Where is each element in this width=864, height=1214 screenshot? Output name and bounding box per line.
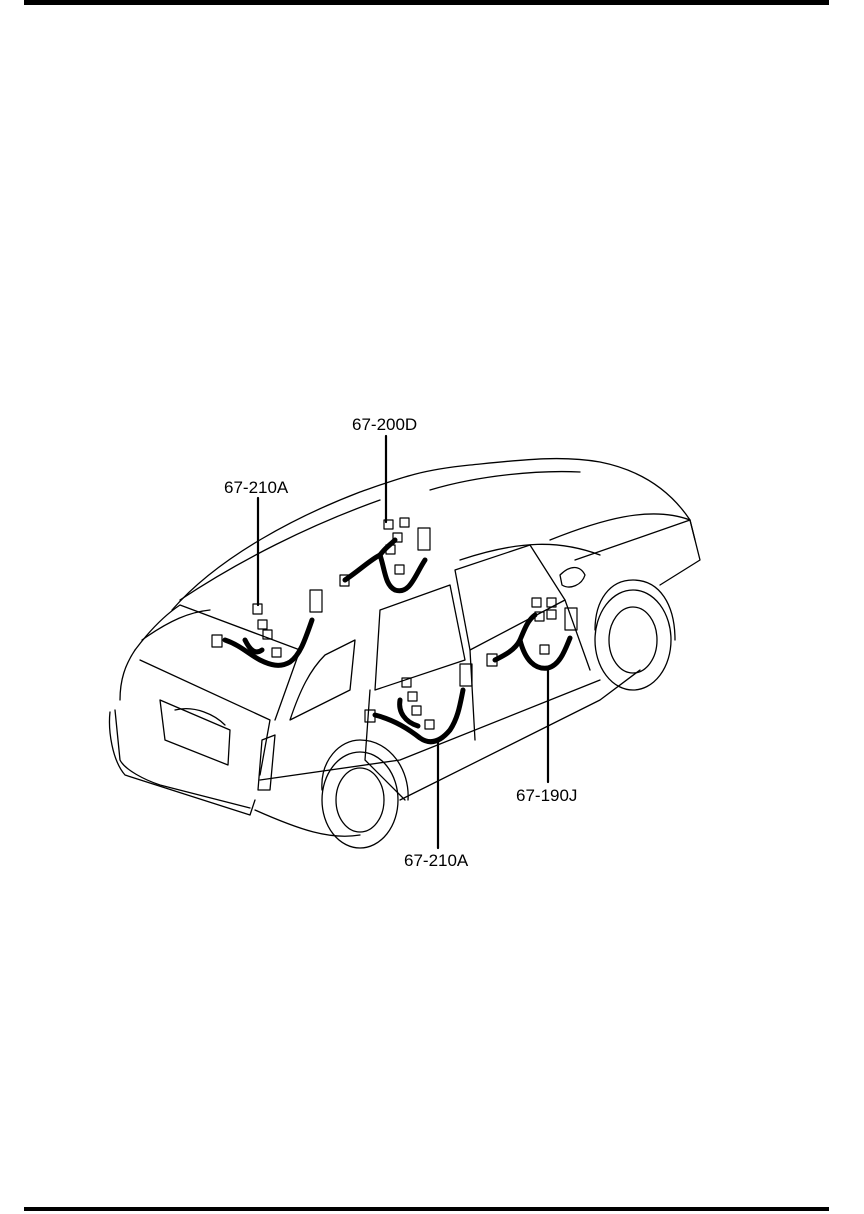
part-callout-67-210A-right: 67-210A xyxy=(404,851,469,870)
harness-67-210A-left xyxy=(211,589,323,668)
part-callout-67-200D: 67-200D xyxy=(352,415,418,434)
part-callout-67-190J: 67-190J xyxy=(516,786,578,805)
wheels xyxy=(321,579,676,849)
leader-lines xyxy=(256,434,550,850)
harness-67-210A-right xyxy=(364,663,473,745)
vehicle-body-outline xyxy=(108,457,701,837)
bottom-border-rule xyxy=(24,1207,829,1211)
top-border-rule xyxy=(24,0,829,5)
harness-67-200D xyxy=(339,517,431,594)
harness-67-190J xyxy=(486,597,578,671)
part-callout-67-210A-left: 67-210A xyxy=(224,478,289,497)
